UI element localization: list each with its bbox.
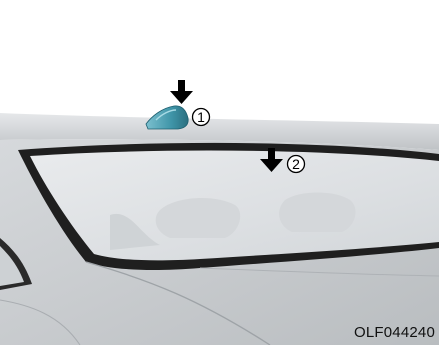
callout-1: 1 [193, 109, 210, 126]
callout-1-label: 1 [197, 109, 205, 125]
figure-code: OLF044240 [354, 324, 435, 341]
callout-2-label: 2 [292, 156, 300, 172]
interior-headrest [279, 193, 355, 233]
down-arrow-icon [170, 80, 193, 104]
callout-2: 2 [288, 156, 305, 173]
shark-fin-antenna [146, 106, 188, 129]
